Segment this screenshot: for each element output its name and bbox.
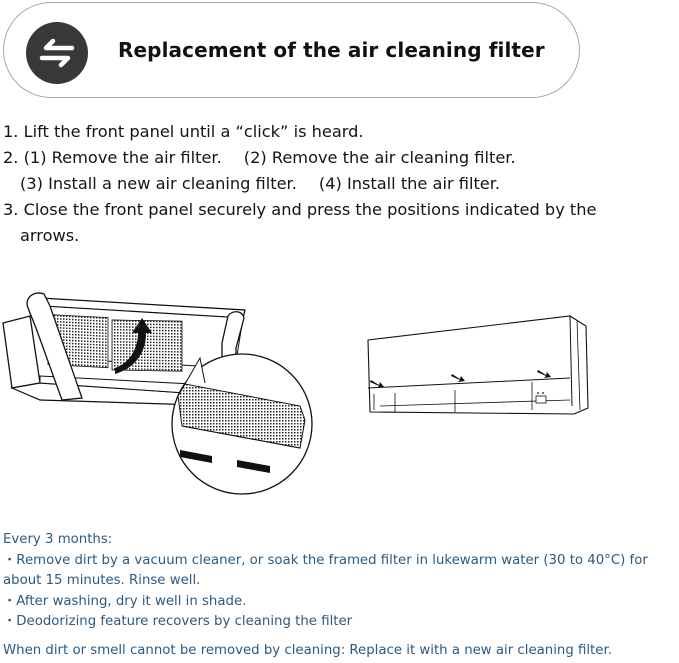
step-2-cont: (3) Install a new air cleaning filter. (4… (3, 171, 679, 197)
bullet-mark: ・ (3, 593, 17, 609)
bullet-mark: ・ (3, 614, 17, 629)
step-2-sub-1: 2. (1) Remove the air filter. (3, 148, 222, 167)
instruction-steps: 1. Lift the front panel until a “click” … (3, 119, 679, 249)
step-2-sub-3: (3) Install a new air cleaning filter. (20, 174, 297, 193)
notes-heading: Every 3 months: (3, 532, 113, 547)
closed-unit-illustration (360, 310, 600, 420)
maintenance-notes: Every 3 months: ・Remove dirt by a vacuum… (3, 530, 679, 661)
bullet-mark: ・ (3, 552, 17, 568)
notes-footer: When dirt or smell cannot be removed by … (3, 642, 612, 658)
step-2: 2. (1) Remove the air filter. (2) Remove … (3, 145, 679, 171)
note-bullet-1: ・Remove dirt by a vacuum cleaner, or soa… (3, 552, 648, 568)
page-title: Replacement of the air cleaning filter (118, 38, 545, 62)
note-bullet-3: ・Deodorizing feature recovers by cleanin… (3, 614, 353, 629)
swap-arrows-icon (26, 22, 88, 84)
step-2-sub-2: (2) Remove the air cleaning filter. (243, 148, 516, 167)
step-2-sub-4: (4) Install the air filter. (318, 174, 501, 193)
step-3: 3. Close the front panel securely and pr… (3, 200, 597, 219)
open-unit-illustration (0, 288, 340, 503)
note-bullet-2: ・After washing, dry it well in shade. (3, 593, 247, 609)
note-bullet-1-cont: about 15 minutes. Rinse well. (3, 573, 201, 588)
step-3-cont: arrows. (20, 226, 80, 245)
section-header: Replacement of the air cleaning filter (3, 2, 580, 98)
step-1: 1. Lift the front panel until a “click” … (3, 122, 364, 141)
spacer (3, 633, 679, 641)
